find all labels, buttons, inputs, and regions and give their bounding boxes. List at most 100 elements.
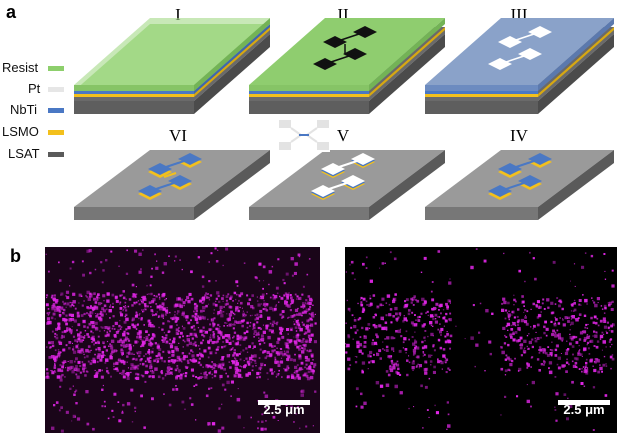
speckle-dot bbox=[253, 333, 255, 335]
speckle-dot bbox=[280, 313, 283, 315]
speckle-dot bbox=[295, 413, 297, 415]
speckle-dot bbox=[396, 360, 399, 363]
speckle-dot bbox=[516, 323, 520, 326]
speckle-dot bbox=[309, 327, 311, 329]
speckle-dot bbox=[286, 365, 289, 368]
speckle-dot bbox=[138, 303, 141, 306]
speckle-dot bbox=[474, 365, 476, 368]
speckle-dot bbox=[53, 355, 55, 357]
speckle-dot bbox=[597, 324, 600, 327]
speckle-dot bbox=[250, 305, 254, 309]
speckle-dot bbox=[309, 319, 311, 321]
speckle-dot bbox=[581, 265, 585, 269]
speckle-dot bbox=[254, 318, 257, 321]
speckle-dot bbox=[446, 401, 449, 404]
speckle-dot bbox=[298, 324, 301, 326]
speckle-dot bbox=[200, 309, 203, 313]
speckle-dot bbox=[86, 326, 89, 329]
speckle-dot bbox=[288, 316, 290, 318]
speckle-dot bbox=[72, 385, 74, 387]
speckle-dot bbox=[408, 361, 411, 364]
speckle-dot bbox=[218, 363, 222, 367]
speckle-dot bbox=[197, 376, 200, 380]
speckle-dot bbox=[301, 311, 305, 314]
speckle-dot bbox=[287, 358, 290, 362]
speckle-dot bbox=[557, 366, 561, 370]
speckle-dot bbox=[156, 343, 160, 347]
speckle-dot bbox=[522, 300, 525, 303]
speckle-dot bbox=[126, 343, 128, 346]
speckle-dot bbox=[171, 318, 174, 321]
speckle-dot bbox=[578, 338, 582, 341]
speckle-dot bbox=[60, 306, 64, 310]
speckle-dot bbox=[87, 335, 90, 338]
speckle-dot bbox=[89, 311, 92, 314]
speckle-dot bbox=[514, 357, 516, 360]
speckle-dot bbox=[359, 336, 362, 338]
speckle-dot bbox=[83, 325, 86, 328]
speckle-dot bbox=[107, 326, 111, 330]
speckle-dot bbox=[302, 344, 304, 346]
speckle-dot bbox=[211, 376, 214, 379]
speckle-dot bbox=[202, 301, 205, 304]
speckle-dot bbox=[584, 364, 588, 367]
speckle-dot bbox=[218, 300, 221, 303]
speckle-dot bbox=[256, 376, 258, 379]
speckle-dot bbox=[215, 297, 218, 300]
speckle-dot bbox=[310, 333, 314, 337]
speckle-dot bbox=[70, 332, 73, 335]
speckle-dot bbox=[554, 376, 557, 378]
speckle-dot bbox=[424, 330, 427, 332]
speckle-dot bbox=[53, 404, 56, 407]
speckle-dot bbox=[578, 368, 581, 370]
speckle-dot bbox=[603, 312, 606, 314]
speckle-dot bbox=[526, 363, 530, 367]
speckle-dot bbox=[242, 313, 246, 318]
speckle-dot bbox=[156, 260, 158, 262]
speckle-dot bbox=[235, 362, 239, 366]
speckle-dot bbox=[206, 364, 209, 367]
speckle-dot bbox=[229, 316, 231, 319]
speckle-dot bbox=[570, 318, 573, 320]
speckle-dot bbox=[278, 369, 280, 372]
speckle-dot bbox=[413, 351, 416, 355]
speckle-dot bbox=[611, 354, 614, 356]
speckle-dot bbox=[109, 305, 111, 308]
speckle-dot bbox=[601, 336, 603, 338]
speckle-dot bbox=[125, 272, 129, 275]
speckle-dot bbox=[170, 359, 174, 363]
speckle-dot bbox=[259, 297, 261, 299]
speckle-dot bbox=[416, 323, 418, 325]
speckle-dot bbox=[51, 330, 54, 333]
step-label-5: V bbox=[337, 126, 350, 145]
speckle-dot bbox=[307, 295, 311, 298]
speckle-dot bbox=[141, 300, 144, 304]
speckle-dot bbox=[430, 332, 434, 337]
speckle-dot bbox=[440, 327, 444, 331]
speckle-dot bbox=[96, 307, 98, 309]
speckle-dot bbox=[75, 344, 79, 348]
speckle-dot bbox=[260, 337, 265, 342]
speckle-dot bbox=[232, 353, 235, 357]
speckle-dot bbox=[179, 259, 181, 261]
speckle-dot bbox=[586, 344, 588, 346]
speckle-dot bbox=[102, 294, 106, 298]
speckle-dot bbox=[215, 327, 218, 331]
speckle-dot bbox=[268, 270, 273, 274]
speckle-dot bbox=[75, 365, 78, 368]
speckle-dot bbox=[216, 347, 218, 349]
speckle-dot bbox=[412, 342, 416, 346]
speckle-dot bbox=[153, 359, 156, 363]
speckle-dot bbox=[232, 317, 235, 319]
speckle-dot bbox=[511, 314, 513, 316]
speckle-dot bbox=[243, 331, 246, 335]
speckle-dot bbox=[131, 364, 135, 368]
speckle-dot bbox=[130, 371, 132, 374]
speckle-dot bbox=[294, 342, 298, 346]
speckle-dot bbox=[124, 315, 126, 318]
speckle-dot bbox=[414, 340, 418, 344]
speckle-dot bbox=[439, 346, 443, 350]
speckle-dot bbox=[180, 298, 184, 302]
speckle-dot bbox=[100, 261, 103, 264]
speckle-dot bbox=[578, 299, 582, 302]
